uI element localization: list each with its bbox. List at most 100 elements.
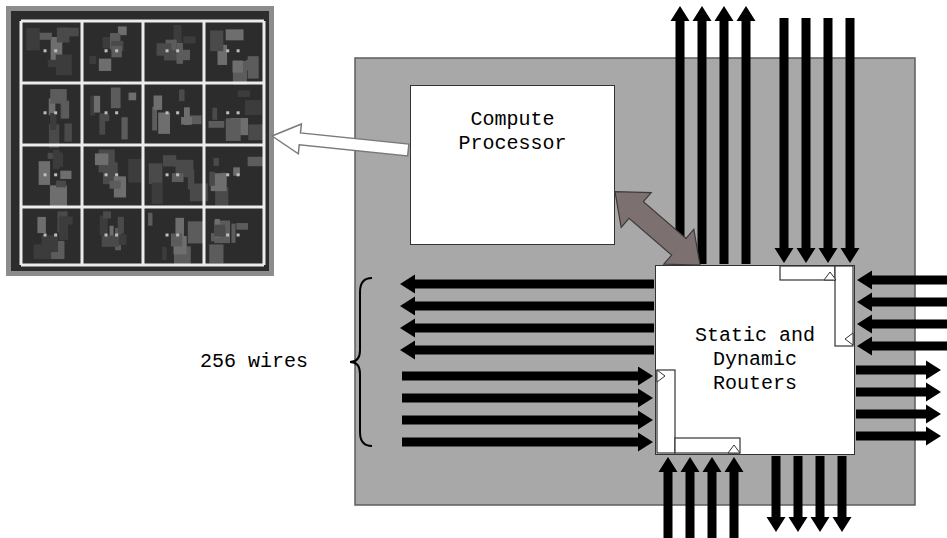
chip-texture (213, 158, 218, 166)
chip-texture (50, 89, 67, 104)
chip-texture (44, 111, 47, 114)
wire-arrow (402, 433, 653, 452)
chip-texture (209, 172, 215, 186)
chip-texture (60, 171, 71, 179)
chip-texture (246, 60, 253, 70)
chip-texture (99, 113, 105, 134)
register-bar (675, 438, 740, 453)
chip-texture (122, 117, 128, 139)
chip-texture (54, 49, 57, 52)
register-bar (835, 266, 853, 346)
wire-arrow (811, 456, 830, 532)
chip-grid-line (142, 21, 145, 265)
chip-texture (99, 59, 111, 71)
chip-texture (226, 118, 241, 141)
chip-texture (162, 247, 167, 260)
chip-texture (50, 185, 67, 208)
wire-arrow (819, 18, 838, 263)
chip-texture (105, 111, 108, 114)
clock-triangle (657, 370, 665, 382)
chip-texture (128, 159, 142, 183)
chip-die (11, 11, 269, 271)
chip-texture (105, 49, 108, 52)
chip-texture (226, 173, 229, 176)
chip-texture (110, 181, 121, 189)
chip-texture (154, 96, 163, 110)
chip-texture (59, 216, 68, 240)
chip-grid-line (81, 21, 84, 265)
chip-texture (115, 173, 118, 176)
wire-arrow (775, 18, 794, 263)
component-label: Static and Dynamic Routers (686, 324, 824, 396)
chip-texture (103, 211, 111, 218)
wire-arrow (400, 319, 654, 338)
chip-texture (129, 93, 137, 101)
wire-arrow (856, 427, 941, 446)
chip-texture (226, 111, 229, 114)
chip-texture (236, 223, 248, 230)
chip-texture (149, 163, 163, 184)
wire-bundles (400, 6, 947, 538)
chip-texture (226, 29, 244, 40)
component-label: Compute Processor (437, 108, 588, 156)
chip-texture (237, 49, 240, 52)
wire-arrow (402, 389, 653, 408)
chip-texture (233, 61, 243, 73)
wire-arrow (681, 457, 700, 538)
chip-texture (105, 234, 108, 237)
chip-texture (248, 157, 265, 166)
chip-texture (94, 96, 100, 113)
wire-arrow (857, 315, 947, 334)
chip-texture (163, 155, 176, 166)
wire-arrow (715, 6, 734, 264)
wire-arrow (856, 361, 941, 380)
chip-texture (176, 173, 179, 176)
chip-photo (6, 6, 274, 276)
chip-texture (184, 107, 190, 125)
component-box: Compute Processor (410, 85, 615, 245)
wire-arrow (857, 271, 947, 290)
chip-texture (245, 100, 262, 115)
chip-grid-line (21, 206, 264, 209)
chip-frame (6, 6, 274, 276)
wire-arrow (400, 297, 654, 316)
chip-texture (95, 153, 108, 165)
chip-texture (39, 161, 50, 185)
chip-texture (248, 124, 264, 140)
chip-texture (102, 235, 119, 246)
wire-arrow (671, 6, 690, 264)
clock-triangle (845, 333, 853, 345)
chip-grid-line (263, 21, 266, 265)
chip-texture (226, 49, 229, 52)
wire-arrow (856, 383, 941, 402)
component-box: Static and Dynamic Routers (655, 265, 855, 455)
data-path-arrow (615, 192, 700, 265)
chip-texture (188, 221, 205, 243)
chip-texture (61, 101, 69, 118)
clock-triangle (824, 272, 836, 280)
chip-texture (53, 150, 60, 170)
wire-arrow (767, 456, 786, 532)
brace (350, 278, 372, 446)
chip-texture (44, 173, 47, 176)
chip-texture (44, 234, 47, 237)
zoom-arrow-shape (270, 121, 409, 165)
wire-arrow (833, 456, 852, 532)
chip-texture (177, 43, 183, 64)
chip-texture (100, 216, 108, 236)
chip-texture (56, 55, 72, 76)
chip-texture (210, 30, 223, 51)
chip-texture (89, 56, 96, 64)
chip-texture (50, 113, 56, 130)
chip-texture (54, 234, 57, 237)
chip-texture (171, 233, 182, 246)
chip-texture (105, 114, 109, 121)
chip-texture (115, 111, 118, 114)
chip-texture (176, 234, 179, 237)
chip-texture (152, 107, 157, 131)
chip-texture (237, 111, 240, 114)
chip-texture (166, 49, 169, 52)
chip-texture (148, 213, 152, 226)
chip-texture (110, 226, 114, 236)
